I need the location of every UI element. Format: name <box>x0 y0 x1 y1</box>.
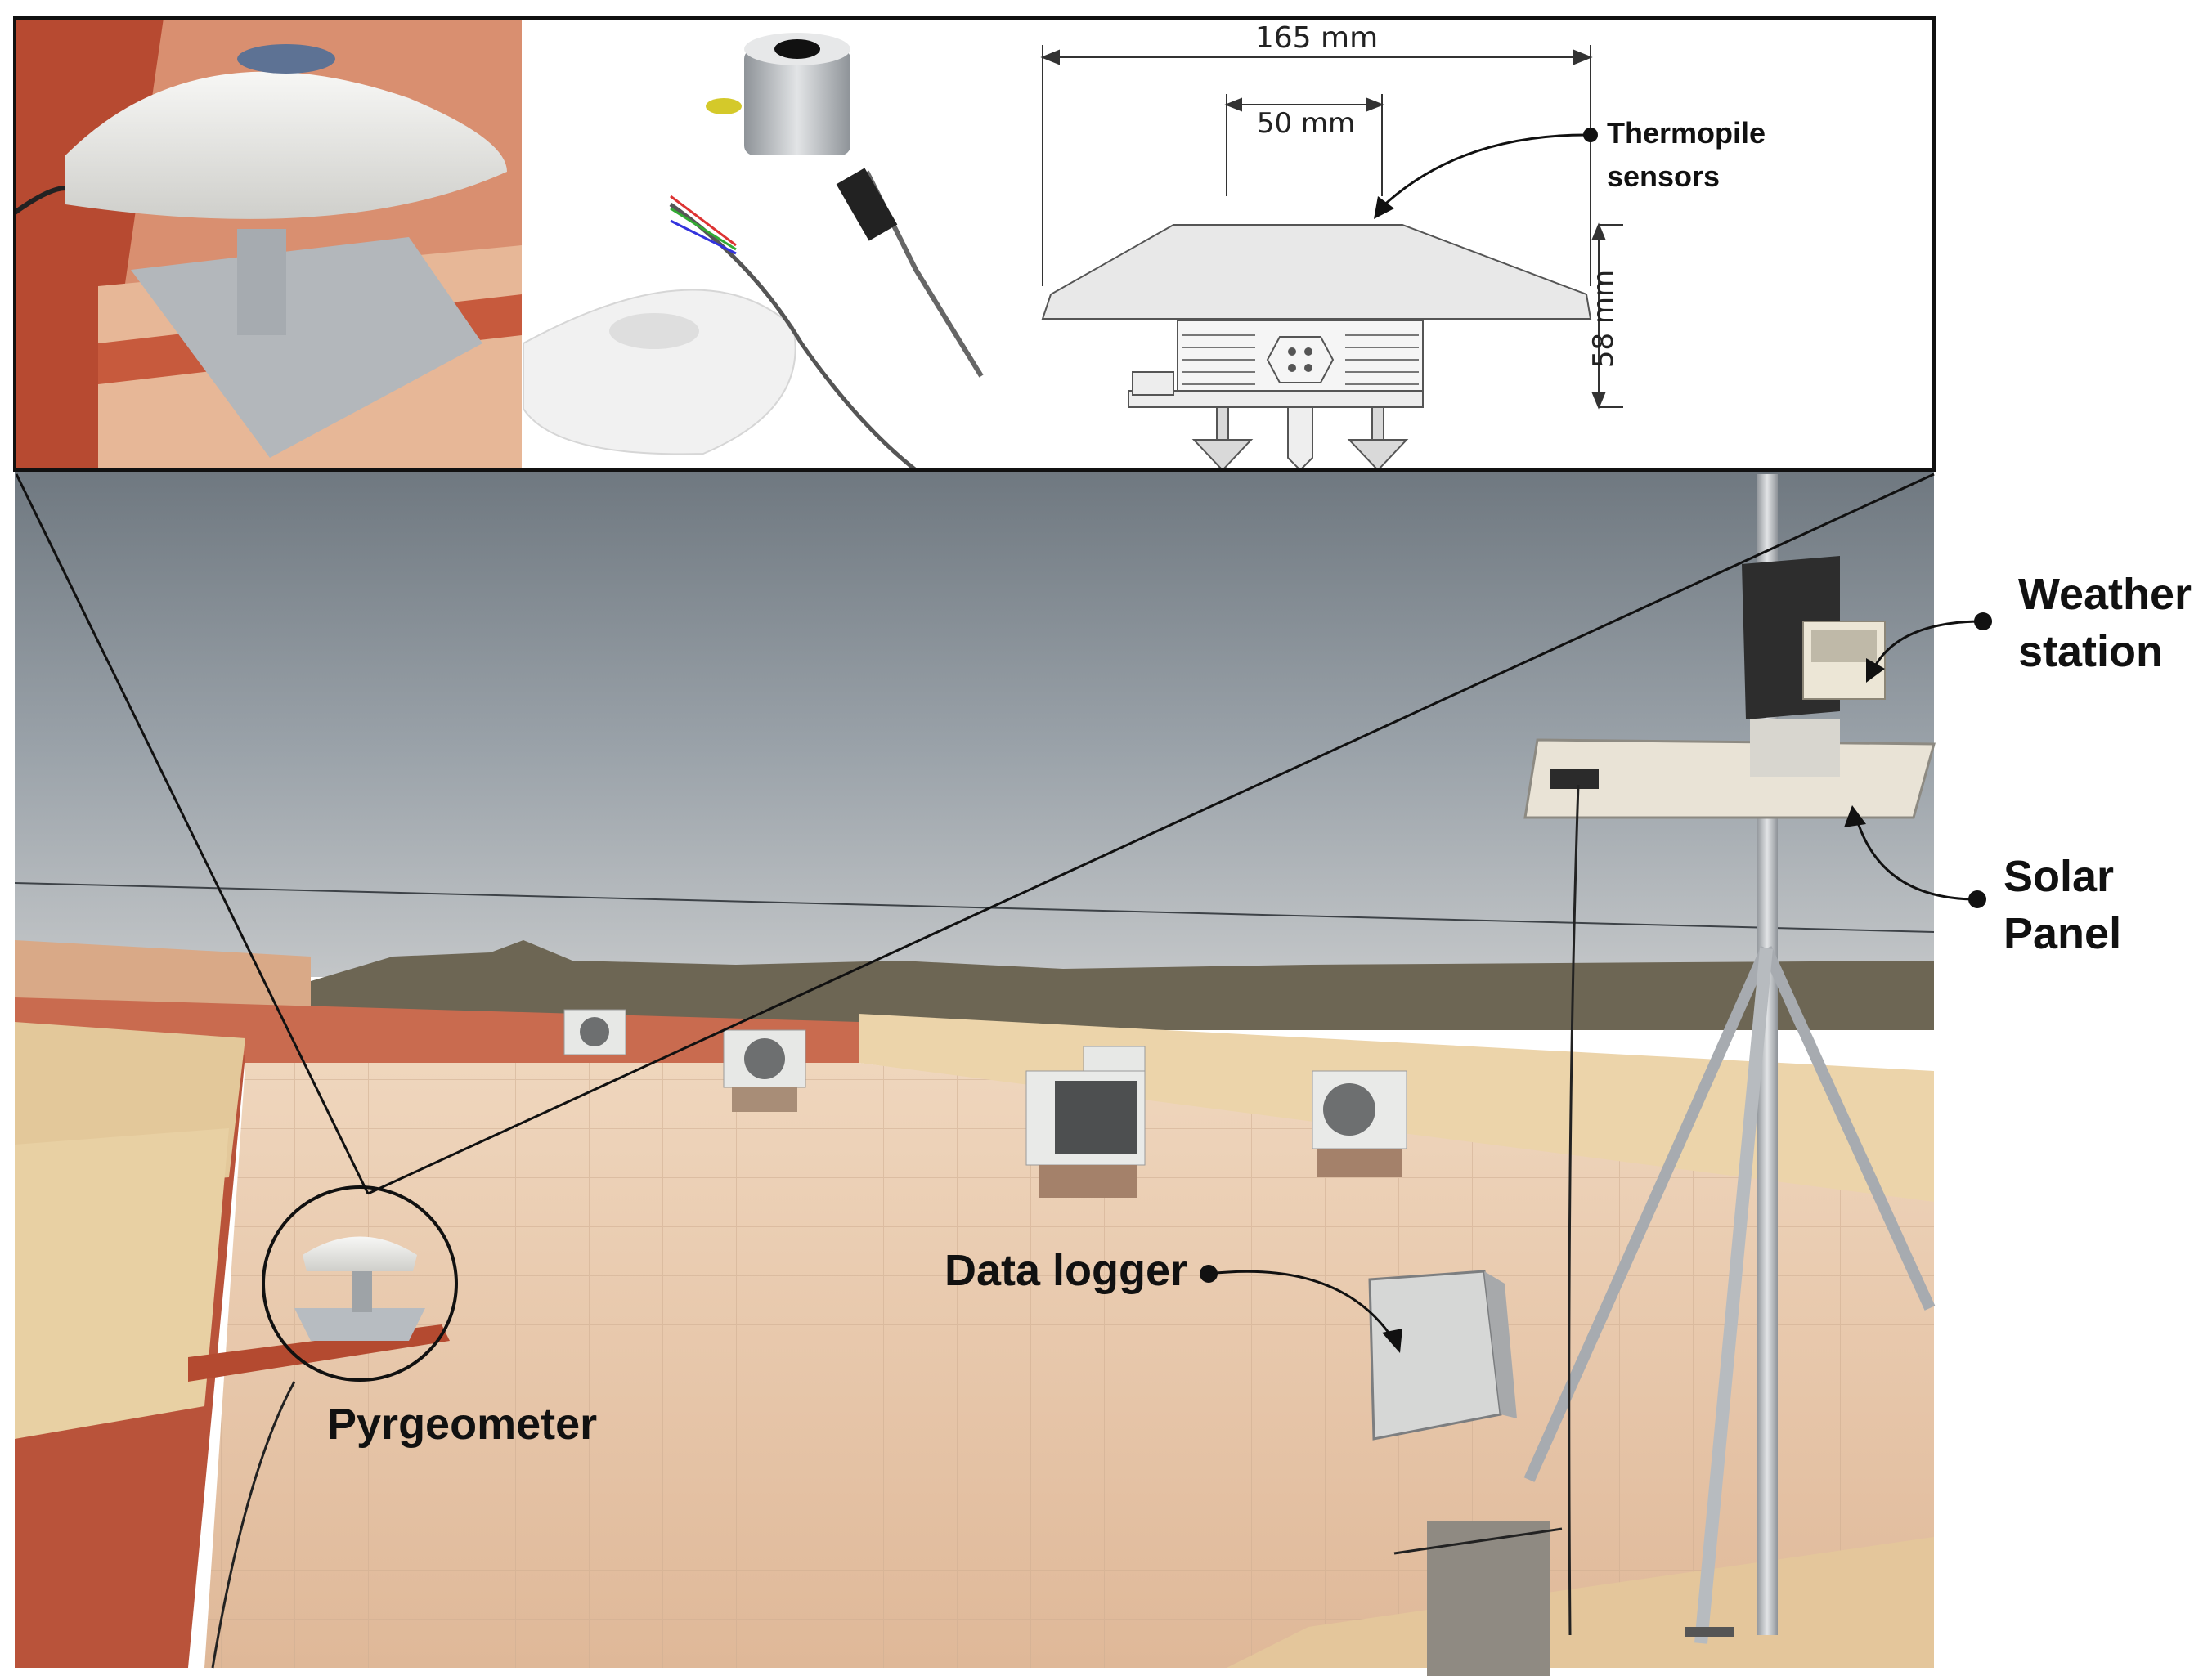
inset-frame <box>13 16 1936 472</box>
rooftop-photo <box>14 470 1936 1676</box>
weather-station-label-line1: Weather <box>2018 570 2192 619</box>
data-logger-label: Data logger <box>944 1246 1187 1295</box>
thermopile-arrow <box>1376 133 1587 213</box>
ac-unit <box>563 1009 626 1055</box>
thermopile-label-line2: sensors <box>1607 159 1720 193</box>
data-logger-box <box>1368 1270 1563 1676</box>
inset-photo-components <box>522 18 1021 472</box>
thermopile-label-line1: Thermopile <box>1607 116 1766 150</box>
weather-station-label-line2: station <box>2018 627 2163 676</box>
inset-photo-closeup <box>13 18 522 470</box>
pyrgeometer-label: Pyrgeometer <box>327 1400 597 1449</box>
schematic-dome <box>1041 224 1592 320</box>
zoom-line-left <box>15 473 370 1194</box>
pyrgeometer-highlight-circle <box>262 1185 458 1382</box>
data-logger-arrow <box>1208 1270 1396 1342</box>
solar-cable <box>1568 784 1580 1636</box>
pyrgeometer-on-mount <box>188 1236 450 1669</box>
ac-unit <box>1025 1070 1146 1198</box>
dimension-label-58: 58 mm <box>1587 270 1620 368</box>
zoom-line-right <box>367 473 1935 1195</box>
far-parapet <box>15 940 311 1006</box>
thermopile-dot <box>1583 128 1598 142</box>
dimension-label-50: 50 mm <box>1257 107 1355 140</box>
left-parapet-front <box>15 1128 229 1439</box>
dimension-line-58 <box>1591 222 1623 410</box>
ac-unit <box>1312 1070 1407 1177</box>
weather-station-arrow <box>1871 620 1984 671</box>
ac-unit <box>723 1029 806 1112</box>
weather-station-housing <box>1742 556 1886 777</box>
dimension-line-50 <box>1224 94 1384 196</box>
solar-panel-label-line2: Panel <box>2003 909 2121 958</box>
dimension-label-165: 165 mm <box>1255 21 1378 55</box>
solar-panel <box>1523 738 1936 819</box>
ac-unit <box>1083 1046 1146 1072</box>
solar-panel-arrow <box>1855 817 1978 901</box>
sky <box>15 470 1934 977</box>
solar-panel-label-line1: Solar <box>2003 852 2114 901</box>
inset-panel: 165 mm 50 mm 58 mm Thermopil <box>13 16 1936 472</box>
inset-schematic: 165 mm 50 mm 58 mm Thermopil <box>1021 18 1934 472</box>
distant-hills <box>311 940 1934 1030</box>
dimension-line-165 <box>1040 45 1593 286</box>
